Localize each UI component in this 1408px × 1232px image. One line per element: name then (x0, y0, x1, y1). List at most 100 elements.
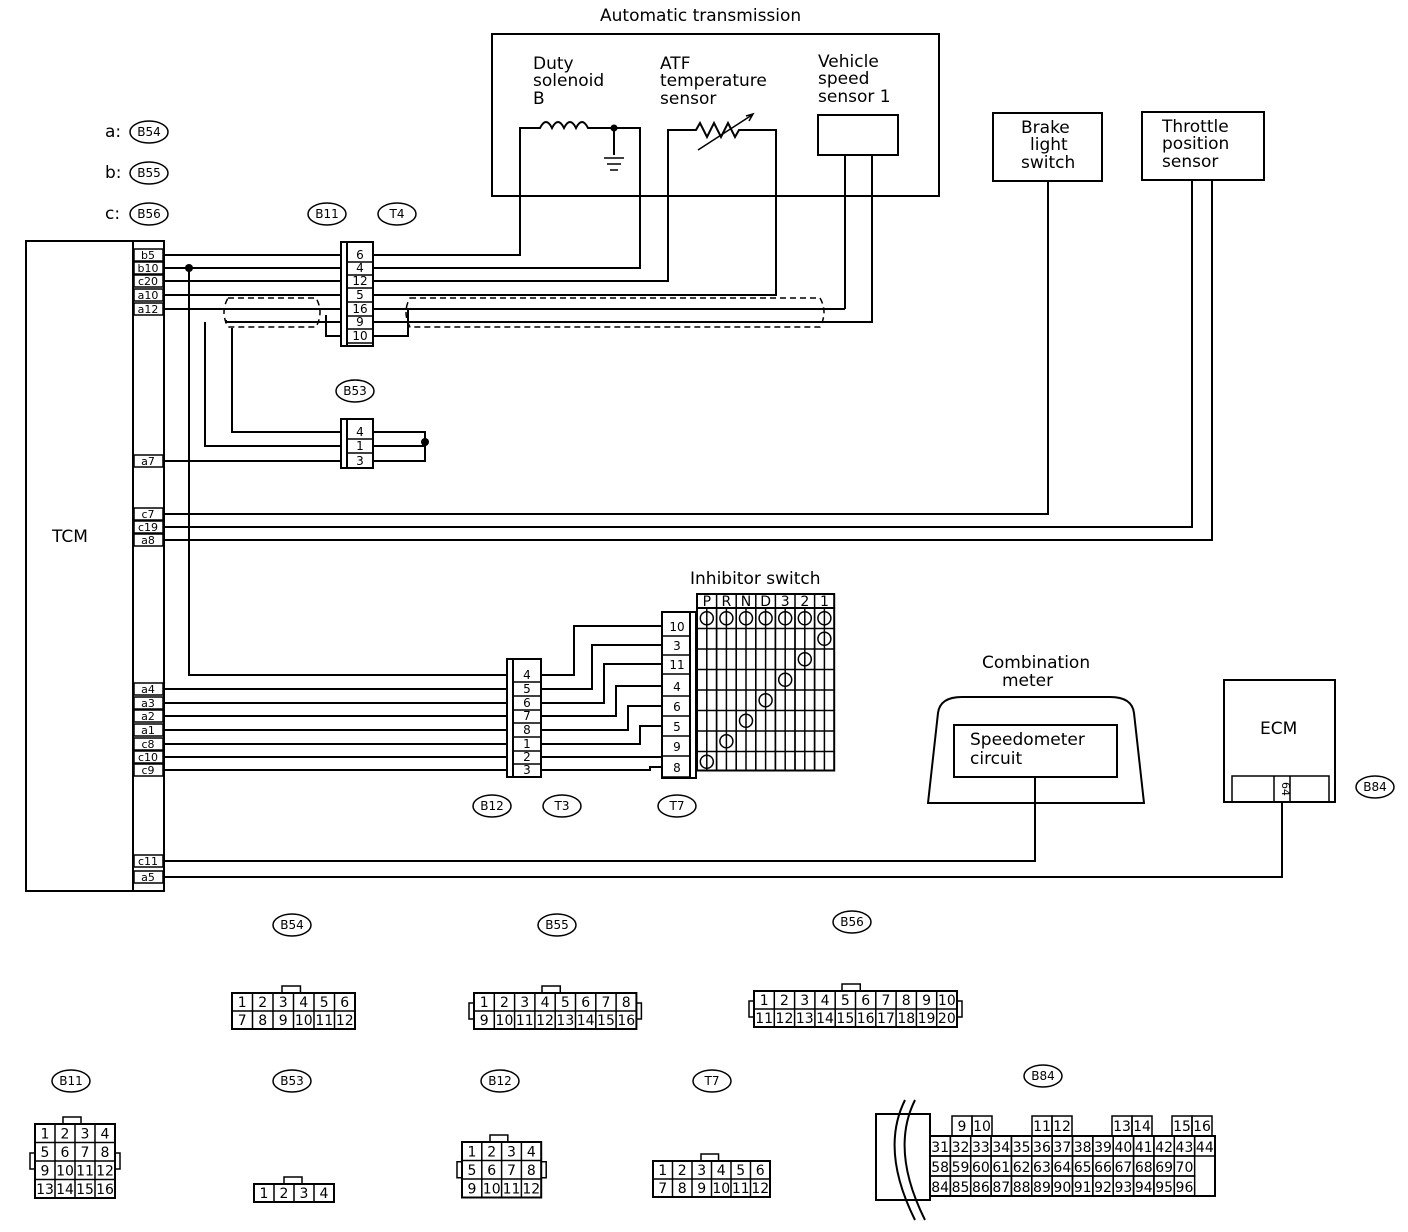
view-b84-pin: 93 (1114, 1180, 1132, 1196)
connector-legend: a: B54 b: B55 c: B56 (105, 120, 169, 226)
view-code-b55: B55 (537, 913, 577, 937)
view-b55-pin: 6 (581, 995, 590, 1011)
view-b11-pin: 4 (101, 1127, 110, 1143)
tcm-pin-label: a5 (141, 871, 155, 884)
inhibitor-contact-dot (758, 693, 773, 708)
view-b12-pin: 9 (467, 1182, 476, 1198)
tcm-pin-label: c10 (138, 751, 158, 764)
view-b56-pin: 9 (922, 993, 931, 1009)
view-b84-pin: 42 (1155, 1140, 1173, 1156)
b12-pin-label: 2 (523, 750, 531, 764)
view-t7-pin: 7 (658, 1181, 667, 1197)
view-b84-pin: 66 (1094, 1160, 1112, 1176)
inhibitor-contact-dot (777, 611, 793, 626)
view-b56-pin: 20 (938, 1011, 956, 1027)
view-b12-pin: 3 (507, 1145, 516, 1161)
view-b12-pin: 4 (527, 1145, 536, 1161)
atf-thermistor-symbol (667, 112, 777, 293)
view-t7-pin: 3 (697, 1163, 706, 1179)
view-b12-pin: 6 (487, 1163, 496, 1179)
ecm-pin-64: 64 (1279, 782, 1292, 796)
view-b56-pin: 5 (841, 993, 850, 1009)
inhibitor-contact-dot (758, 611, 773, 626)
view-b55-pin: 13 (556, 1013, 574, 1029)
svg-text:B53: B53 (343, 384, 367, 398)
view-b11-pin: 10 (56, 1164, 74, 1180)
view-b55-pin: 2 (500, 995, 509, 1011)
tcm-pin-label: c7 (141, 508, 154, 521)
view-b56-pin: 13 (796, 1011, 814, 1027)
inhibitor-contact-dot (817, 611, 832, 626)
view-b55-pin: 7 (601, 995, 610, 1011)
tcm-pin-cell (133, 696, 164, 710)
tcm-pin-cell (133, 870, 164, 884)
b12-pin-label: 8 (523, 723, 531, 737)
view-b56-pin: 3 (800, 993, 809, 1009)
view-t7-pin: 11 (732, 1181, 750, 1197)
tcm-pin-cell (133, 261, 164, 275)
view-b12-pin: 5 (467, 1163, 476, 1179)
inhibitor-position-label: P (703, 594, 711, 610)
speedometer-circuit-box (953, 724, 1118, 778)
svg-text:B84: B84 (1363, 780, 1387, 794)
view-code-t7: T7 (692, 1069, 732, 1093)
combination-meter-label: Combination meter (982, 653, 1090, 691)
svg-text:Brake: Brake (1021, 118, 1070, 138)
view-b84-pin: 86 (972, 1180, 990, 1196)
view-t7-pin: 9 (697, 1181, 706, 1197)
ecm-label: ECM (1260, 719, 1297, 739)
tcm-pin-cell (133, 520, 164, 534)
b11-pin-label: 12 (352, 274, 367, 288)
svg-text:a:: a: (105, 122, 121, 142)
tcm-pin-label: a3 (141, 697, 155, 710)
inhibitor-contact-dot (699, 754, 715, 769)
view-b55-pin: 10 (496, 1013, 514, 1029)
view-b55-pin: 3 (520, 995, 529, 1011)
view-b84-pin: 14 (1133, 1119, 1151, 1135)
tcm-pin-cell (133, 682, 164, 696)
view-b56-pin: 14 (816, 1011, 834, 1027)
view-b11-pin: 16 (96, 1182, 114, 1198)
tcm-pin-cell (133, 533, 164, 547)
view-t7-pin: 1 (658, 1163, 667, 1179)
b12-pin-label: 4 (523, 668, 531, 682)
b11-pin-label: 9 (356, 315, 364, 329)
view-b84-pin: 16 (1193, 1119, 1211, 1135)
view-code-b56: B56 (832, 910, 872, 934)
view-b54-pin: 3 (279, 995, 288, 1011)
view-b56-pin: 11 (755, 1011, 773, 1027)
view-b84-pin: 96 (1176, 1180, 1194, 1196)
vss-leads (844, 155, 873, 320)
view-b56-pin: 8 (902, 993, 911, 1009)
inhibitor-contact-dot (817, 631, 832, 646)
svg-text:b:: b: (105, 163, 122, 183)
tcm-pin-label: a7 (141, 455, 155, 468)
tcm-pin-label: a8 (141, 534, 155, 547)
view-b55-pin: 12 (536, 1013, 554, 1029)
view-b84-pin: 61 (992, 1160, 1010, 1176)
b53-pin-label: 4 (356, 425, 364, 439)
b11-pin-label: 5 (356, 288, 364, 302)
t7-pin-label: 3 (673, 639, 681, 653)
tcm-pin-cell (133, 248, 164, 262)
svg-text:circuit: circuit (970, 749, 1023, 769)
ecm-box (1223, 679, 1336, 803)
tcm-pin-label: c8 (141, 738, 154, 751)
svg-text:B55: B55 (137, 166, 161, 180)
b12-pin-label: 1 (523, 737, 531, 751)
svg-text:B54: B54 (137, 125, 161, 139)
tcm-pin-cell (133, 709, 164, 723)
b11-pin-label: 4 (356, 261, 364, 275)
combination-meter-outline (926, 696, 1146, 804)
t7-pin-label: 11 (669, 658, 684, 672)
view-b84-pin: 63 (1033, 1160, 1051, 1176)
view-b84-pin: 40 (1114, 1140, 1132, 1156)
tcm-pin-label: c11 (138, 855, 158, 868)
svg-text:meter: meter (1002, 671, 1053, 691)
svg-text:B56: B56 (840, 915, 864, 929)
